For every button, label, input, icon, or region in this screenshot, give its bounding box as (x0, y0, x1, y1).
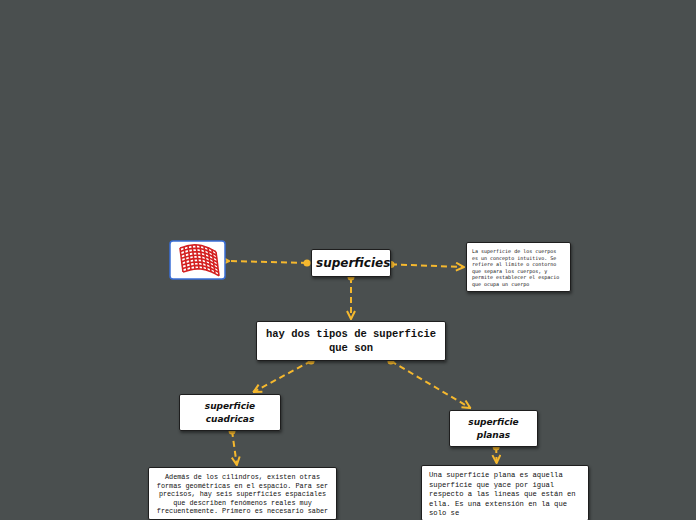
dashed-connector (391, 361, 470, 408)
topic-box: hay dos tipos de superficie que son (256, 321, 446, 361)
image-link (229, 261, 307, 263)
node-text: hay dos tipos de superficie que son (265, 327, 437, 355)
root-box: superficies (311, 249, 391, 277)
note-box: La superficie de los cuerpos es un conce… (466, 242, 571, 292)
node-text: superficie cuadricas (184, 400, 276, 426)
node-text: La superficie de los cuerpos es un conce… (472, 248, 565, 287)
branch-box: superficie planas (449, 410, 538, 447)
link-dot (304, 260, 311, 267)
node-text: Además de los cilindros, existen otras f… (155, 473, 330, 516)
dashed-connector (253, 361, 311, 392)
node-text: Una superficie plana es aquella superfic… (429, 471, 581, 519)
surface-grid (180, 245, 219, 276)
detail-box: Además de los cilindros, existen otras f… (148, 467, 337, 520)
image-frame (170, 241, 225, 279)
branch-box: superficie cuadricas (179, 394, 281, 431)
detail-box: Una superficie plana es aquella superfic… (421, 465, 589, 520)
dashed-connector (350, 277, 352, 319)
node-text: superficies (316, 255, 386, 271)
node-text: superficie planas (454, 416, 533, 442)
dashed-connector (391, 264, 464, 267)
dashed-connector (232, 431, 237, 465)
